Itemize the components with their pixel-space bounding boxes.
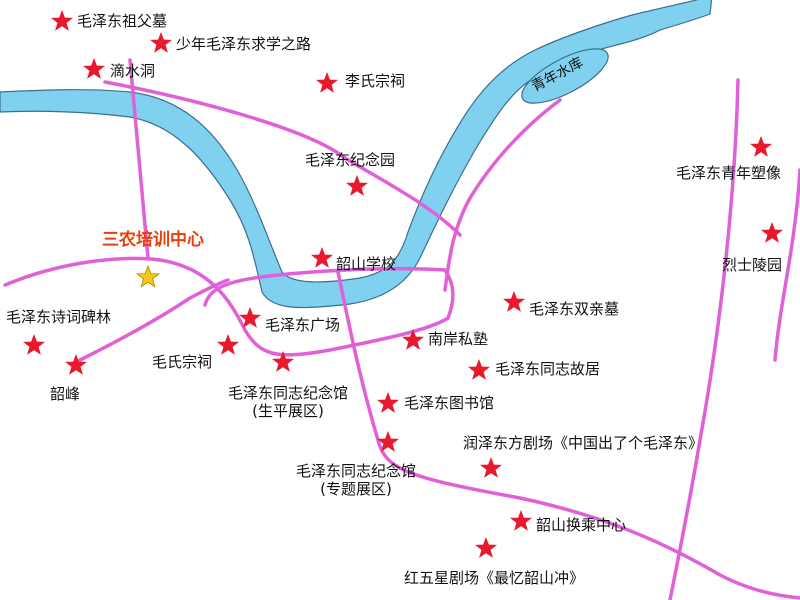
- label-memorial-garden[interactable]: 毛泽东纪念园: [305, 151, 396, 169]
- label-martyrs-cemetery[interactable]: 烈士陵园: [722, 256, 783, 274]
- landmark-star-icon[interactable]: [509, 509, 533, 533]
- label-memorial-hall-special-sub: (专题展区): [320, 480, 392, 498]
- landmark-star-icon[interactable]: [502, 290, 526, 314]
- label-runze-theater[interactable]: 润泽东方剧场《中国出了个毛泽东》: [463, 434, 704, 452]
- label-li-ancestral[interactable]: 李氏宗祠: [345, 72, 406, 90]
- training-center-label[interactable]: 三农培训中心: [102, 230, 204, 250]
- landmark-star-icon[interactable]: [376, 391, 400, 415]
- label-nanan-school[interactable]: 南岸私塾: [428, 330, 489, 348]
- road-to-reservoir: [443, 98, 562, 292]
- label-mao-square[interactable]: 毛泽东广场: [265, 316, 341, 334]
- label-poetry-forest[interactable]: 毛泽东诗词碑林: [6, 308, 112, 326]
- landmark-star-icon[interactable]: [82, 57, 106, 81]
- road-south-main: [336, 270, 800, 600]
- landmark-star-icon[interactable]: [376, 430, 400, 454]
- landmark-star-icon[interactable]: [216, 333, 240, 357]
- label-memorial-hall-life[interactable]: 毛泽东同志纪念馆 (生平展区): [218, 384, 358, 420]
- landmark-star-icon[interactable]: [22, 333, 46, 357]
- road-to-shaofeng: [78, 278, 230, 362]
- landmark-star-icon[interactable]: [149, 31, 173, 55]
- road-center-ring: [203, 267, 455, 320]
- landmark-star-icon[interactable]: [467, 358, 491, 382]
- label-memorial-hall-special[interactable]: 毛泽东同志纪念馆 (专题展区): [286, 462, 426, 498]
- landmark-star-icon[interactable]: [474, 536, 498, 560]
- label-library[interactable]: 毛泽东图书馆: [404, 394, 495, 412]
- road-east-vertical: [668, 78, 740, 600]
- label-red-star-theater[interactable]: 红五星剧场《最忆韶山冲》: [404, 569, 585, 587]
- landmark-star-icon[interactable]: [401, 328, 425, 352]
- landmark-star-icon[interactable]: [50, 9, 74, 33]
- label-tomb-ancestor[interactable]: 毛泽东祖父墓: [77, 12, 168, 30]
- landmark-star-icon[interactable]: [310, 246, 334, 270]
- label-mao-clan-hall[interactable]: 毛氏宗祠: [152, 353, 213, 371]
- label-dishui-cave[interactable]: 滴水洞: [110, 62, 156, 80]
- reservoir: [521, 48, 609, 104]
- label-memorial-hall-special-title: 毛泽东同志纪念馆: [295, 462, 416, 480]
- landmark-star-icon[interactable]: [315, 71, 339, 95]
- landmark-star-icon[interactable]: [271, 350, 295, 374]
- landmark-star-icon[interactable]: [479, 456, 503, 480]
- gold-star-icon[interactable]: [136, 265, 160, 289]
- label-study-road[interactable]: 少年毛泽东求学之路: [176, 35, 312, 53]
- landmark-star-icon[interactable]: [238, 306, 262, 330]
- landmark-star-icon[interactable]: [760, 221, 784, 245]
- road-dishui-north: [128, 58, 150, 260]
- landmark-star-icon[interactable]: [64, 353, 88, 377]
- landmark-star-icon[interactable]: [345, 174, 369, 198]
- label-youth-statue[interactable]: 毛泽东青年塑像: [676, 164, 782, 182]
- label-shaoshan-school[interactable]: 韶山学校: [336, 255, 397, 273]
- label-memorial-hall-life-title: 毛泽东同志纪念馆: [227, 384, 348, 402]
- landmark-star-icon[interactable]: [749, 135, 773, 159]
- road-east-far: [773, 168, 800, 362]
- label-shaofeng[interactable]: 韶峰: [50, 385, 81, 403]
- road-dishui-east: [103, 80, 462, 237]
- label-memorial-hall-life-sub: (生平展区): [252, 402, 324, 420]
- label-former-residence[interactable]: 毛泽东同志故居: [495, 360, 601, 378]
- label-parents-tomb[interactable]: 毛泽东双亲墓: [529, 300, 620, 318]
- road-west-loop: [3, 256, 450, 357]
- label-transfer-center[interactable]: 韶山换乘中心: [536, 516, 627, 534]
